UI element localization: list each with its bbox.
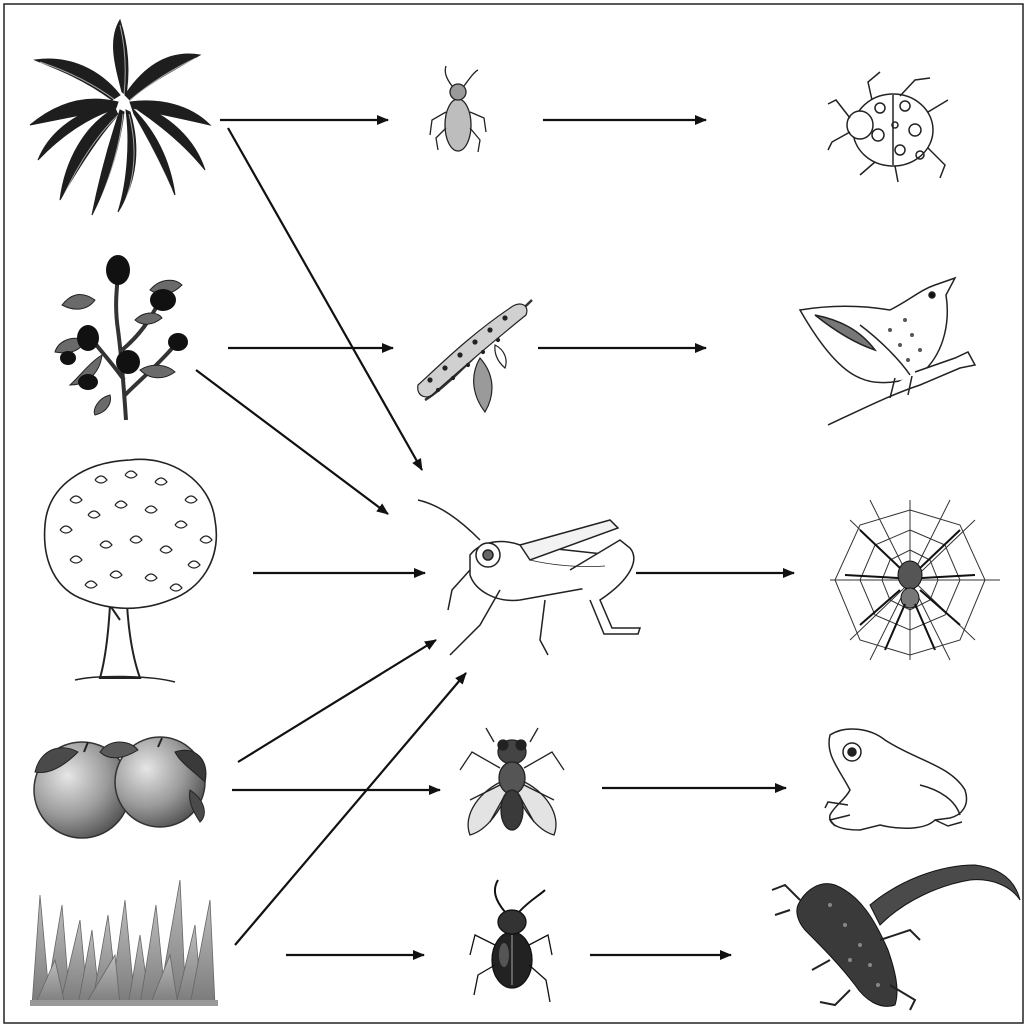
food-web-diagram <box>0 0 1028 1028</box>
food-web-canvas <box>0 0 1028 1028</box>
